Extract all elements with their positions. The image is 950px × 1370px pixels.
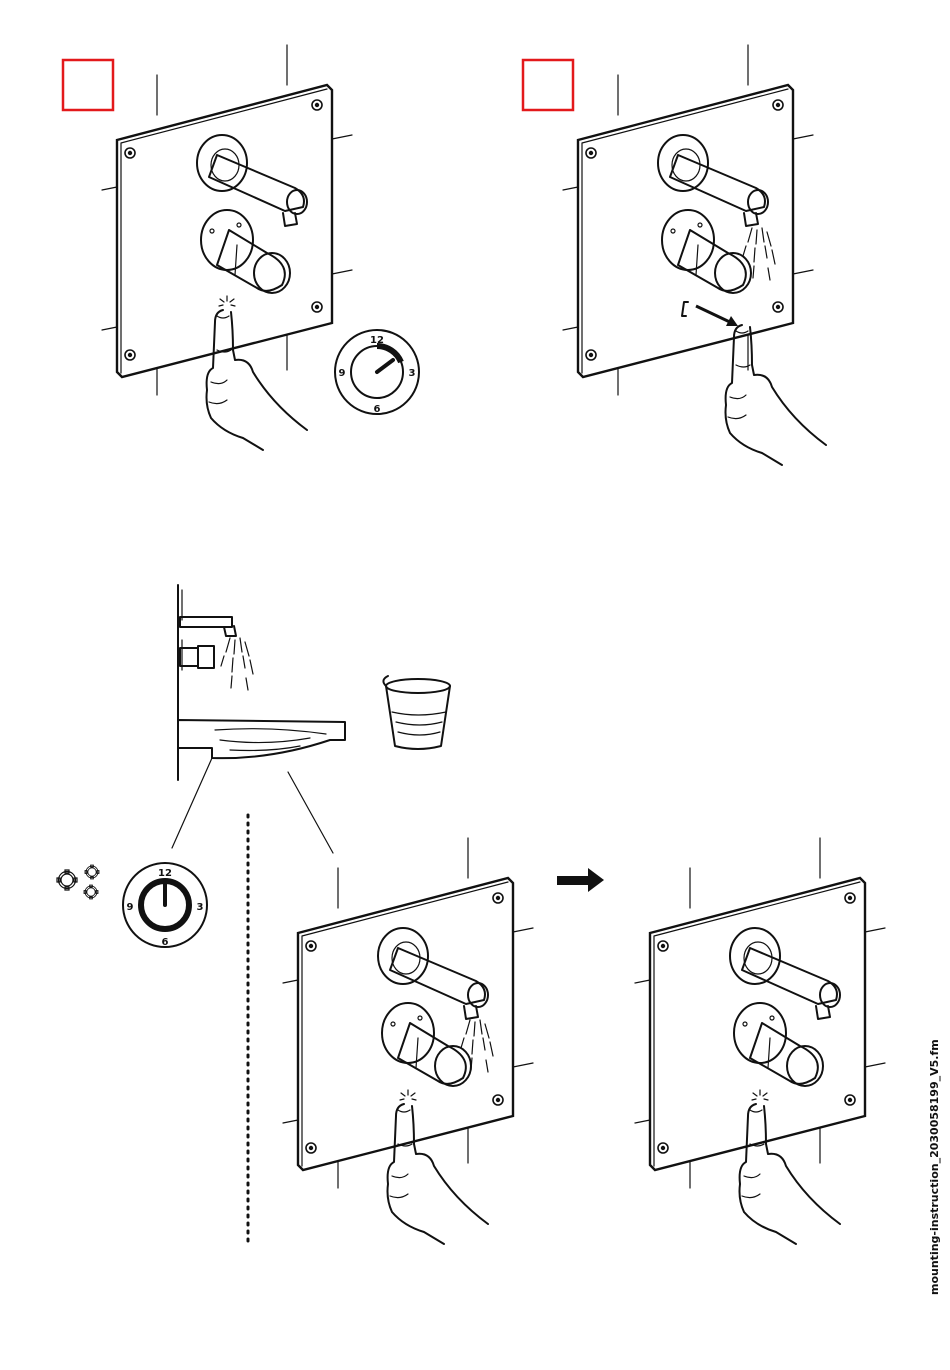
wall-panel — [635, 838, 885, 1188]
arrow-right-icon — [557, 868, 604, 892]
checkbox-icon — [63, 60, 113, 110]
dial-label-12: 12 — [158, 868, 172, 879]
water-spray — [221, 638, 253, 690]
dial-label-9: 9 — [339, 368, 346, 379]
dial-label-12: 12 — [370, 335, 384, 346]
hand-icon — [726, 325, 827, 465]
timer-dial-icon: 12 3 6 9 — [123, 863, 207, 948]
wall-panel — [563, 45, 813, 395]
dial-label-3: 3 — [409, 368, 416, 379]
side-view-basin — [172, 585, 345, 853]
footer-filename: mounting-instruction_2030058199_V5.fm — [928, 1039, 941, 1295]
timer-dial-icon: 12 3 6 9 — [335, 330, 419, 415]
glass-icon — [383, 676, 450, 749]
wall-panel — [283, 838, 533, 1188]
checkbox-icon — [523, 60, 573, 110]
dial-label-6: 6 — [374, 404, 381, 415]
wall-panel — [102, 45, 352, 395]
gear-icon — [57, 865, 99, 899]
dial-label-6: 6 — [162, 937, 169, 948]
dial-label-9: 9 — [127, 902, 134, 913]
dial-label-3: 3 — [197, 902, 204, 913]
